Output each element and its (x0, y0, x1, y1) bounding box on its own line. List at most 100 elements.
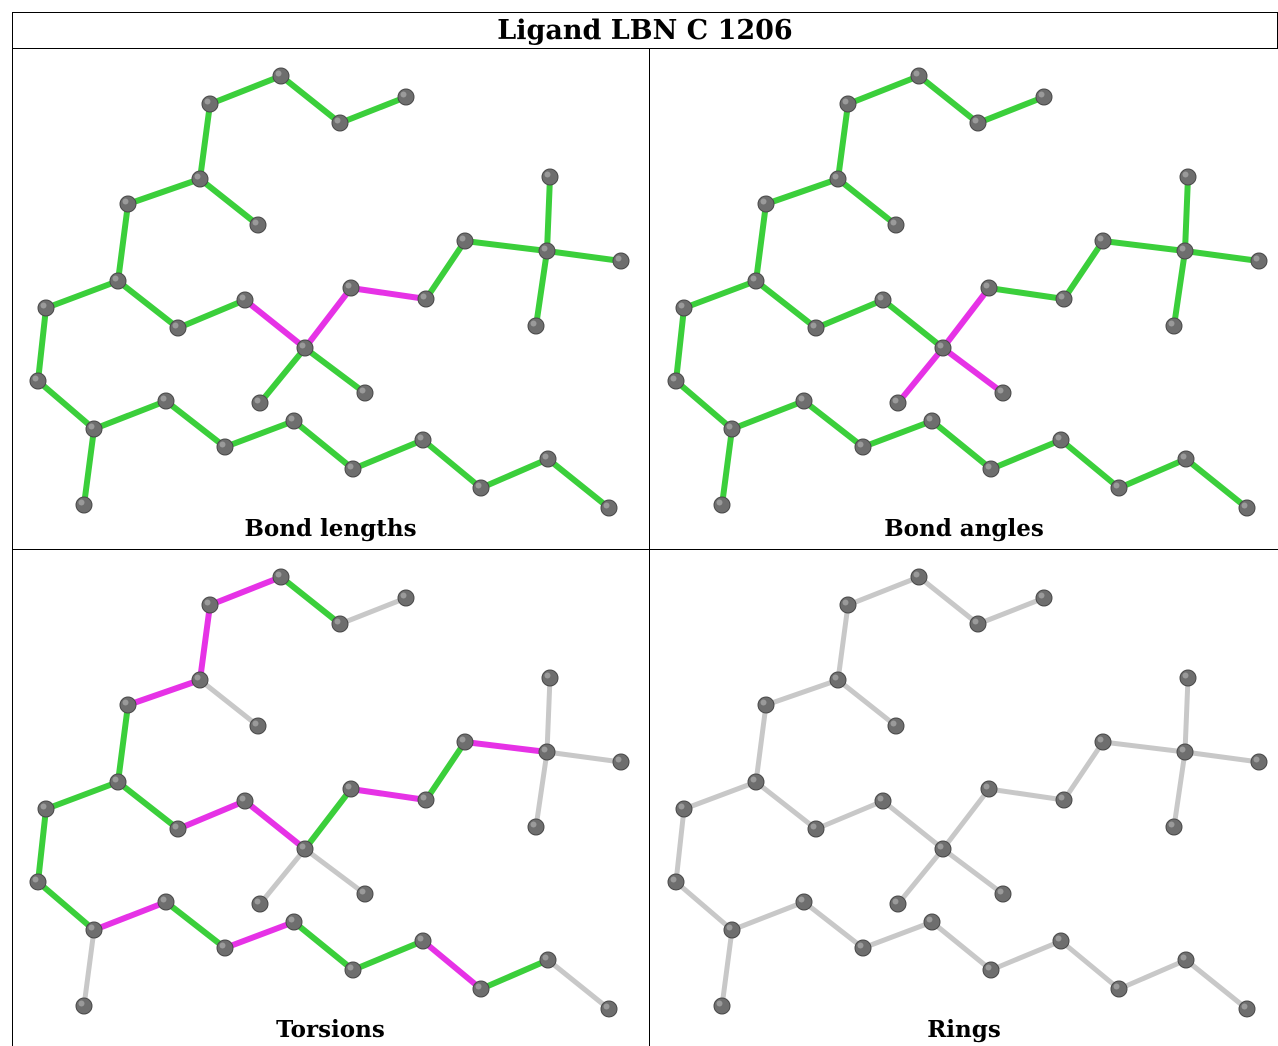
atom-highlight-30 (542, 453, 549, 460)
divider-middle (12, 549, 1278, 550)
atom-highlight-24 (798, 896, 805, 903)
figure-frame: Ligand LBN C 1206 Bond lengths Bond angl… (12, 12, 1278, 1046)
atom-7 (747, 773, 765, 791)
atom-highlight-29 (475, 983, 482, 990)
atom-5 (249, 717, 267, 735)
atom-6 (119, 696, 137, 714)
atom-highlight-0 (842, 98, 849, 105)
atom-highlight-3 (1038, 91, 1045, 98)
atom-22 (85, 921, 103, 939)
atom-highlight-7 (750, 776, 757, 783)
atom-highlight-28 (1055, 935, 1062, 942)
caption-rings: Rings (927, 1016, 1001, 1043)
atom-30 (1177, 450, 1195, 468)
bond-9 (753, 779, 819, 832)
atom-highlight-4 (832, 173, 839, 180)
atom-28 (414, 431, 432, 449)
atom-4 (829, 170, 847, 188)
bond-14 (1061, 238, 1106, 302)
atom-11 (874, 291, 892, 309)
atom-highlight-22 (88, 423, 95, 430)
atom-highlight-27 (985, 463, 992, 470)
atom-highlight-20 (892, 397, 899, 404)
bond-1 (278, 574, 343, 627)
bond-25 (860, 418, 935, 450)
bond-5 (763, 176, 841, 207)
atom-highlight-0 (204, 599, 211, 606)
atom-12 (934, 840, 952, 858)
atom-highlight-31 (603, 1003, 610, 1010)
atom-7 (109, 272, 127, 290)
bond-6 (115, 201, 131, 284)
bond-9 (753, 278, 819, 331)
atom-14 (1055, 791, 1073, 809)
bond-29 (478, 456, 551, 491)
atom-25 (854, 438, 872, 456)
bond-7 (43, 278, 121, 311)
atom-highlight-9 (32, 375, 39, 382)
atom-3 (397, 589, 415, 607)
atom-highlight-4 (194, 173, 201, 180)
atom-19 (1165, 818, 1183, 836)
bond-3 (835, 101, 851, 182)
bond-22 (719, 426, 735, 508)
atom-16 (538, 242, 556, 260)
atom-21 (356, 885, 374, 903)
atom-highlight-25 (857, 441, 864, 448)
atom-highlight-5 (890, 219, 897, 226)
bond-24 (163, 899, 228, 951)
bond-17 (1182, 248, 1262, 264)
bond-11 (880, 798, 946, 852)
atom-highlight-14 (1058, 794, 1065, 801)
atom-12 (296, 339, 314, 357)
atom-0 (201, 596, 219, 614)
atom-highlight-0 (204, 98, 211, 105)
bond-5 (125, 176, 203, 207)
atom-highlight-5 (252, 219, 259, 226)
bond-12 (940, 285, 992, 351)
bond-28 (1058, 938, 1122, 992)
bond-12 (940, 786, 992, 852)
atom-24 (157, 392, 175, 410)
atom-6 (757, 696, 775, 714)
bond-13 (348, 786, 429, 803)
atom-highlight-20 (892, 898, 899, 905)
atom-highlight-1 (913, 571, 920, 578)
bond-15 (1100, 238, 1188, 254)
bond-18 (533, 248, 550, 329)
atom-2 (331, 615, 349, 633)
bond-18 (1171, 749, 1188, 830)
bond-15 (462, 238, 550, 254)
bond-29 (478, 957, 551, 992)
atom-4 (191, 170, 209, 188)
atom-27 (344, 460, 362, 478)
panel-torsions: Torsions (12, 550, 649, 1046)
atom-highlight-16 (541, 245, 548, 252)
bond-0 (845, 574, 922, 608)
atom-31 (600, 499, 618, 517)
atom-highlight-4 (194, 674, 201, 681)
bond-8 (673, 305, 687, 384)
atom-3 (1035, 88, 1053, 106)
atom-2 (331, 114, 349, 132)
atom-highlight-9 (670, 375, 677, 382)
atom-1 (272, 67, 290, 85)
atom-highlight-11 (239, 795, 246, 802)
atom-highlight-16 (541, 746, 548, 753)
bond-27 (988, 938, 1064, 973)
atom-highlight-21 (359, 888, 366, 895)
atom-highlight-17 (1182, 171, 1189, 178)
bond-5 (763, 677, 841, 708)
bond-25 (222, 919, 297, 951)
atom-23 (713, 997, 731, 1015)
atom-highlight-23 (716, 499, 723, 506)
atom-highlight-22 (726, 423, 733, 430)
atom-highlight-11 (877, 795, 884, 802)
bond-30 (1183, 957, 1250, 1012)
caption-bond-angles: Bond angles (884, 515, 1044, 542)
atom-highlight-24 (160, 395, 167, 402)
atom-highlight-25 (857, 942, 864, 949)
atom-highlight-30 (1180, 453, 1187, 460)
atom-highlight-21 (997, 387, 1004, 394)
bond-0 (207, 574, 284, 608)
